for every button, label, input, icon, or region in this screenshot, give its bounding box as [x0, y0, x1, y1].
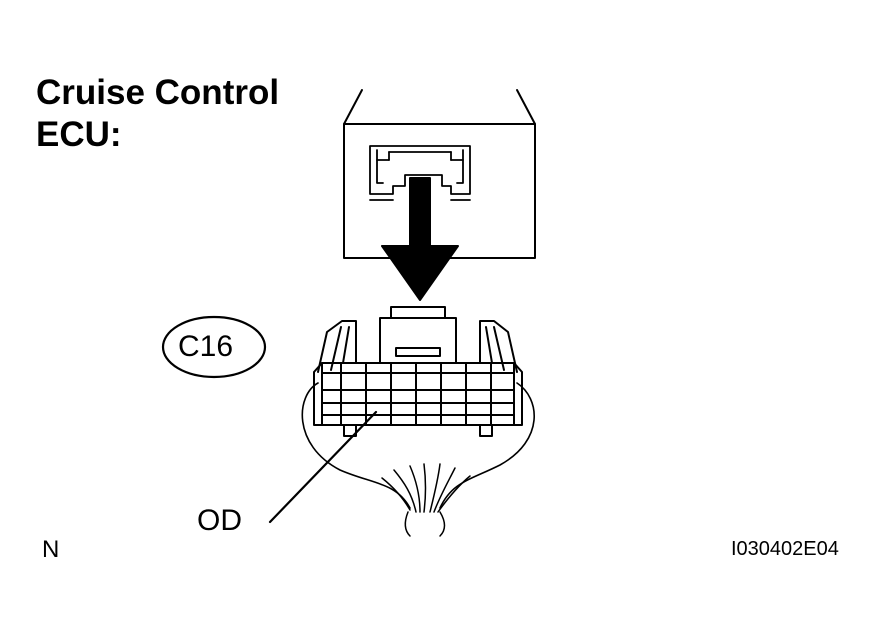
ecu-socket-outline — [369, 145, 471, 201]
component-title-line-2: ECU: — [36, 115, 122, 154]
figure-id: I030402E04 — [731, 538, 839, 560]
terminal-od-label: OD — [197, 504, 242, 537]
connector-code-label: C16 — [178, 330, 234, 363]
terminal-od-leader-line — [268, 410, 378, 524]
harness-wires — [381, 463, 471, 537]
wire-harness-outline — [301, 382, 535, 509]
connect-direction-arrow — [381, 177, 459, 301]
harness-connector — [313, 306, 523, 437]
ecu-housing — [343, 89, 536, 259]
component-title: Cruise Control ECU: — [36, 72, 279, 156]
component-title-line-1: Cruise Control — [36, 73, 280, 112]
corner-mark: N — [42, 536, 60, 563]
connector-code-oval — [161, 315, 267, 379]
